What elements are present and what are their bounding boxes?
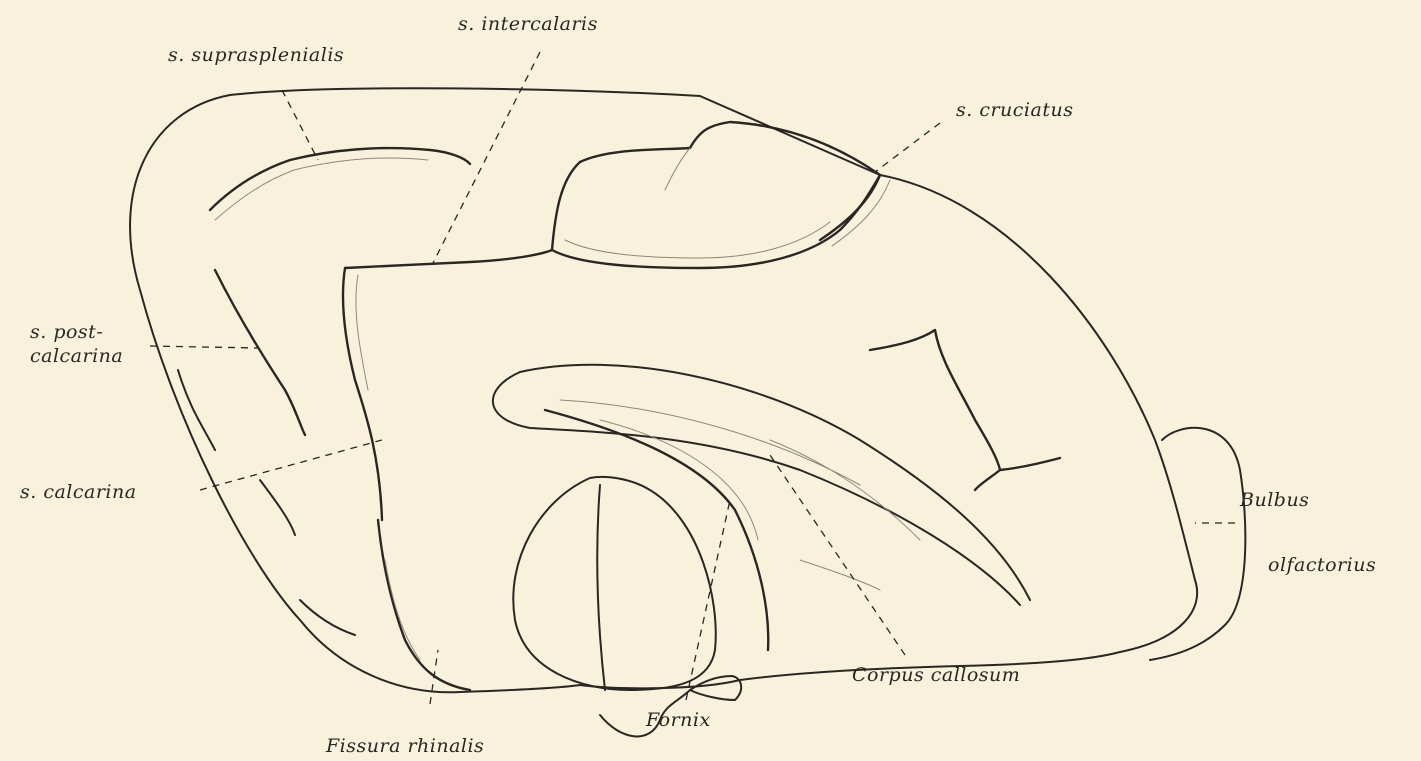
sulcus-cruciatus (820, 175, 880, 240)
label-bulbus-line1: Bulbus (1240, 490, 1309, 511)
leader-cruciatus (875, 123, 940, 172)
label-s-intercalaris: s. intercalaris (458, 14, 598, 35)
leader-fornix (686, 500, 730, 700)
occipital-gyrus-line (178, 370, 215, 450)
label-s-suprasplenialis: s. suprasplenialis (168, 45, 344, 66)
olfactory-bulb (1150, 428, 1245, 660)
label-s-postcalcarina-line2: calcarina (30, 346, 123, 367)
label-bulbus-line2: olfactorius (1268, 555, 1376, 576)
upper-gyrus-line (552, 122, 880, 250)
lower-occipital-line (260, 480, 295, 535)
temporal-groove (385, 560, 420, 660)
label-s-postcalcarina-line1: s. post- (30, 322, 103, 343)
leader-suprasplenialis (282, 90, 318, 160)
leader-postcalcarina (150, 346, 258, 348)
label-s-cruciatus: s. cruciatus (956, 100, 1073, 121)
brainstem-tip (690, 676, 741, 700)
inner-callosal-curve (800, 560, 880, 590)
sulcus-calcarina (343, 268, 382, 520)
leader-calcarina (200, 440, 382, 490)
thalamus-outline (513, 477, 715, 690)
sulcus-suprasplenialis (210, 148, 470, 210)
sulcus-suprasplenialis-shading (215, 158, 428, 220)
sulcus-intercalaris (345, 250, 552, 268)
label-fornix: Fornix (646, 710, 711, 731)
thalamus-divider (597, 485, 605, 690)
hemisphere-outline (130, 88, 1197, 692)
leader-intercalaris (432, 52, 540, 265)
sulcus-postcalcarina (215, 270, 305, 435)
dorsal-notch (665, 148, 690, 190)
fornix-arc (545, 410, 768, 650)
label-s-calcarina: s. calcarina (20, 482, 137, 503)
sulcus-calcarina-shading (356, 275, 368, 390)
upper-gyrus-shading (565, 222, 830, 258)
ventral-rhinal-line (378, 520, 470, 690)
sulcus-cruciatus-shading (832, 180, 890, 246)
upper-gyrus-lower-edge (552, 175, 880, 268)
label-corpus-callosum: Corpus callosum (852, 665, 1020, 686)
label-fissura-rhinalis: Fissura rhinalis (326, 736, 484, 757)
